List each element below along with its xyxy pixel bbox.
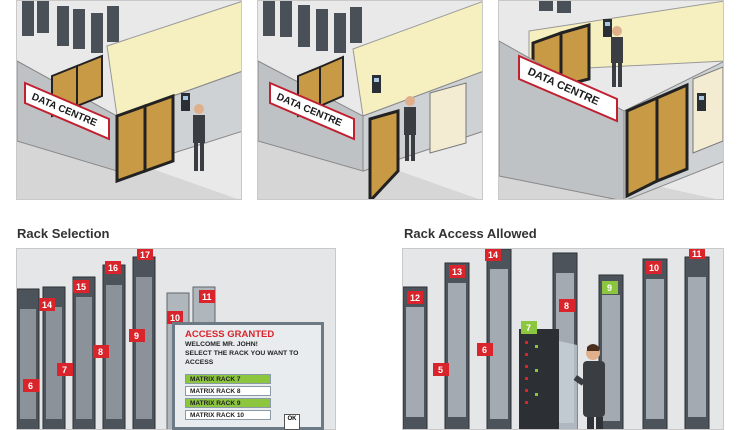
access-terminal-screen: ACCESS GRANTED WELCOME MR. JOHN! SELECT …: [172, 322, 324, 430]
rack-option-8[interactable]: MATRIX RACK 8: [185, 386, 271, 396]
caption-rack-access-allowed: Rack Access Allowed: [404, 226, 537, 241]
panel-person-at-door: DATA CENTRE: [16, 0, 242, 200]
rack-label-17: 17: [140, 250, 150, 260]
caption-rack-selection: Rack Selection: [17, 226, 110, 241]
rack-label-11: 11: [692, 249, 702, 259]
rack-label-6: 6: [28, 381, 33, 391]
rack-label-8: 8: [564, 301, 569, 311]
rack-label-14: 14: [488, 250, 498, 260]
panel-rack-access-allowed: 14 13 12 11 10 9 8 7 6 5: [402, 248, 724, 430]
rack-option-7[interactable]: MATRIX RACK 7: [185, 374, 271, 384]
rack-label-10: 10: [649, 263, 659, 273]
rack-label-11: 11: [202, 292, 212, 302]
person-figure: [573, 344, 605, 429]
screen-title: ACCESS GRANTED: [185, 329, 275, 340]
screen-instruction: SELECT THE RACK YOU WANT TO ACCESS: [185, 350, 299, 366]
rack-label-13: 13: [452, 267, 462, 277]
screen-welcome: WELCOME MR. JOHN!: [185, 341, 258, 348]
rack-grid-access: [403, 249, 710, 429]
rack-label-12: 12: [410, 293, 420, 303]
rack-label-7: 7: [526, 323, 531, 333]
rack-label-7: 7: [62, 365, 67, 375]
rack-label-8: 8: [98, 347, 103, 357]
rack-option-9[interactable]: MATRIX RACK 9: [185, 398, 271, 408]
rack-label-15: 15: [76, 282, 86, 292]
rack-label-16: 16: [108, 263, 118, 273]
ok-button[interactable]: OK: [284, 414, 300, 430]
rack-label-9: 9: [607, 283, 612, 293]
panel-inner-door: DATA CENTRE: [498, 0, 724, 200]
rack-option-10[interactable]: MATRIX RACK 10: [185, 410, 271, 420]
panel-door-opening: DATA CENTRE: [257, 0, 483, 200]
rack-label-5: 5: [438, 365, 443, 375]
rack-label-10: 10: [170, 313, 180, 323]
rack-label-9: 9: [134, 331, 139, 341]
rack-label-6: 6: [482, 345, 487, 355]
rack-label-14: 14: [42, 300, 52, 310]
